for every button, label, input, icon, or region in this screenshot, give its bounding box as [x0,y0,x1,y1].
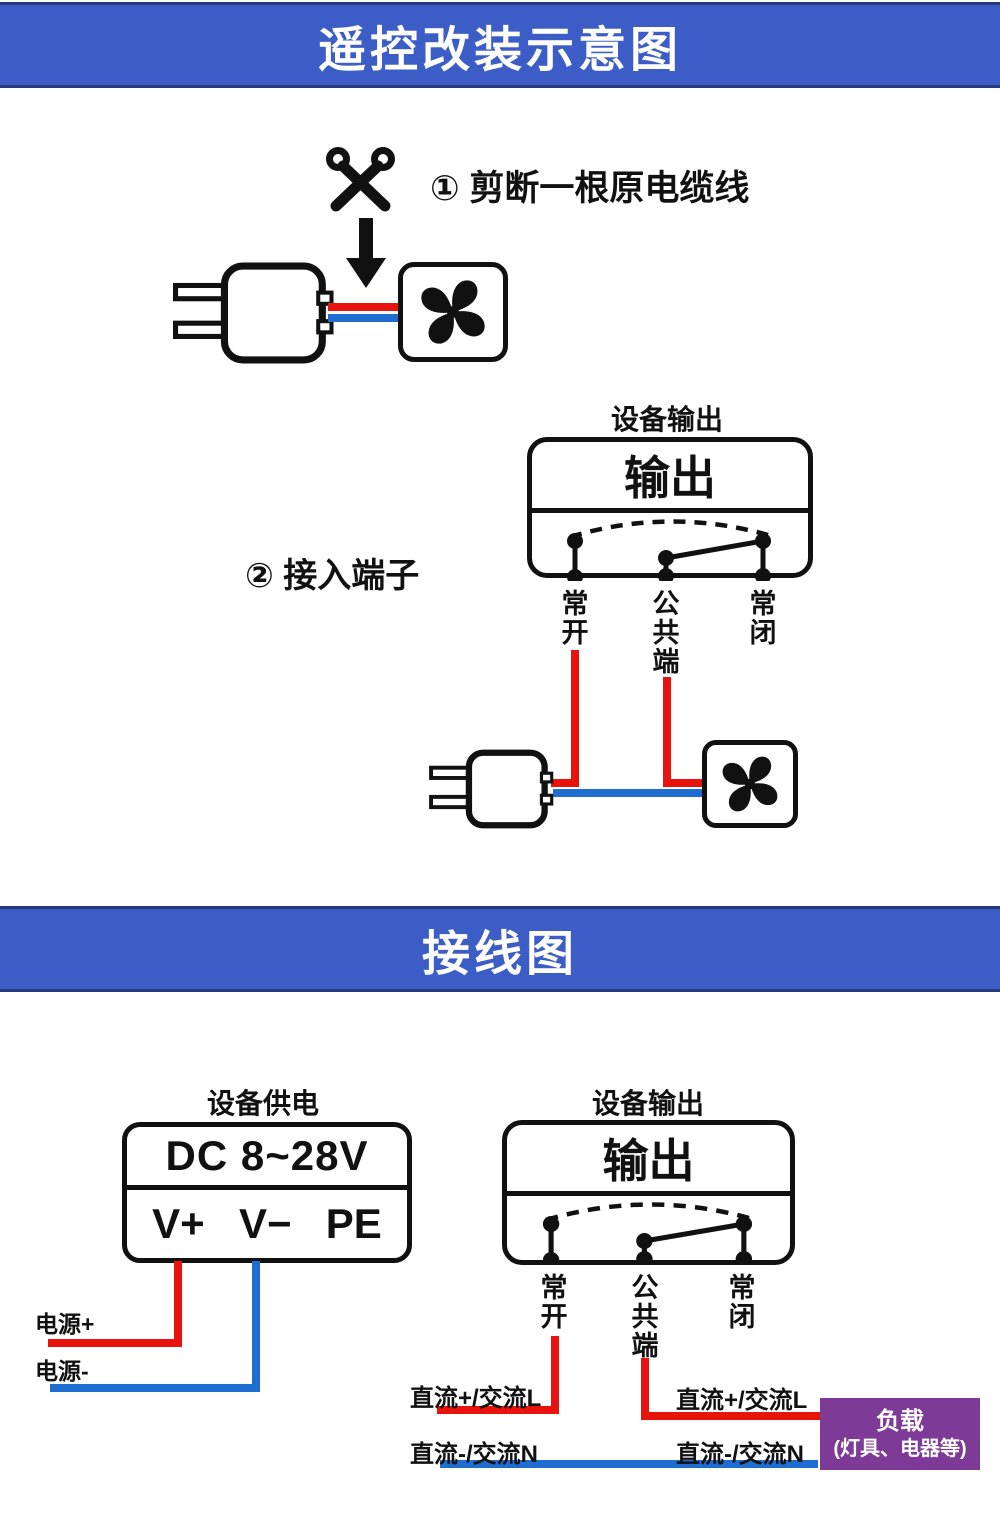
arrow-down-icon [346,218,386,288]
wire-red-no2-horizontal [437,1406,559,1414]
terminal-label-nc-1: 常闭 [749,589,777,649]
wire-label-right-neutral: 直流-/交流N [676,1441,804,1468]
output-terminal-box-1: 输出 [527,437,813,581]
terminal-label-com-2: 公共端 [631,1273,659,1362]
wire-blue-vminus-horizontal [50,1384,260,1392]
supply-terminal-box: DC 8~28V V+ V− PE [122,1122,412,1263]
terminal-label-no-2: 常开 [540,1273,568,1333]
terminal-pe: PE [325,1200,382,1247]
wire-blue-plug-to-fan [553,789,706,797]
wire-red-cut [328,303,402,311]
wire-red-no-vertical [571,650,579,787]
terminal-v-plus: V+ [152,1200,205,1247]
terminal-label-com-1: 公共端 [652,589,680,678]
load-box: 负载 (灯具、电器等) [820,1398,980,1470]
wire-red-no-horizontal [551,779,579,787]
wire-blue-neutral-horizontal [440,1460,818,1468]
scissors-icon [326,147,395,212]
step2-label: ② 接入端子 [245,557,420,595]
wire-label-left-neutral: 直流-/交流N [410,1441,538,1468]
wire-blue-vminus-vertical [252,1261,260,1392]
fan-icon [421,280,485,344]
power-minus-label: 电源- [35,1358,89,1384]
relay-contacts-icon [542,1202,753,1264]
supply-terminals-row: V+ V− PE [127,1190,407,1258]
load-label-line1: 负载 [876,1407,924,1435]
terminal-v-minus: V− [238,1200,292,1247]
header-band-wiring: 接线图 [0,906,1000,992]
output-box-title-1: 输出 [532,442,808,513]
step1-label: ① 剪断一根原电缆线 [430,169,750,208]
header-band-remote-mod: 遥控改装示意图 [0,2,1000,88]
supply-voltage-label: DC 8~28V [127,1127,407,1190]
wire-red-no2-vertical [551,1336,559,1414]
output-box-title-2: 输出 [507,1125,790,1196]
wire-red-com2-horizontal [641,1412,820,1420]
power-plus-label: 电源+ [35,1311,95,1337]
wire-red-com2-vertical [641,1358,649,1420]
plug-icon [172,262,334,364]
device-supply-label: 设备供电 [206,1088,319,1119]
terminal-label-no-1: 常开 [561,589,589,649]
fan-device-box-1 [398,262,508,362]
plug-icon [429,749,554,829]
wire-red-vplus-vertical [174,1261,182,1347]
terminal-label-nc-2: 常闭 [728,1273,756,1333]
device-output-label-2: 设备输出 [591,1088,704,1119]
fan-device-box-2 [702,740,798,828]
wire-red-vplus-horizontal [48,1339,182,1347]
relay-contacts-icon [567,519,771,581]
wire-label-left-live: 直流+/交流L [410,1385,542,1412]
wire-blue-cut [328,314,402,322]
load-label-line2: (灯具、电器等) [833,1437,967,1460]
page-title: 遥控改装示意图 [317,24,682,77]
wiring-title: 接线图 [421,928,578,981]
fan-icon [722,756,778,812]
wire-red-com-horizontal [663,779,708,787]
output-terminal-box-2: 输出 [502,1120,795,1265]
device-output-label-1: 设备输出 [610,404,723,435]
wire-red-com-vertical [663,677,671,787]
wire-label-right-live: 直流+/交流L [676,1387,808,1414]
